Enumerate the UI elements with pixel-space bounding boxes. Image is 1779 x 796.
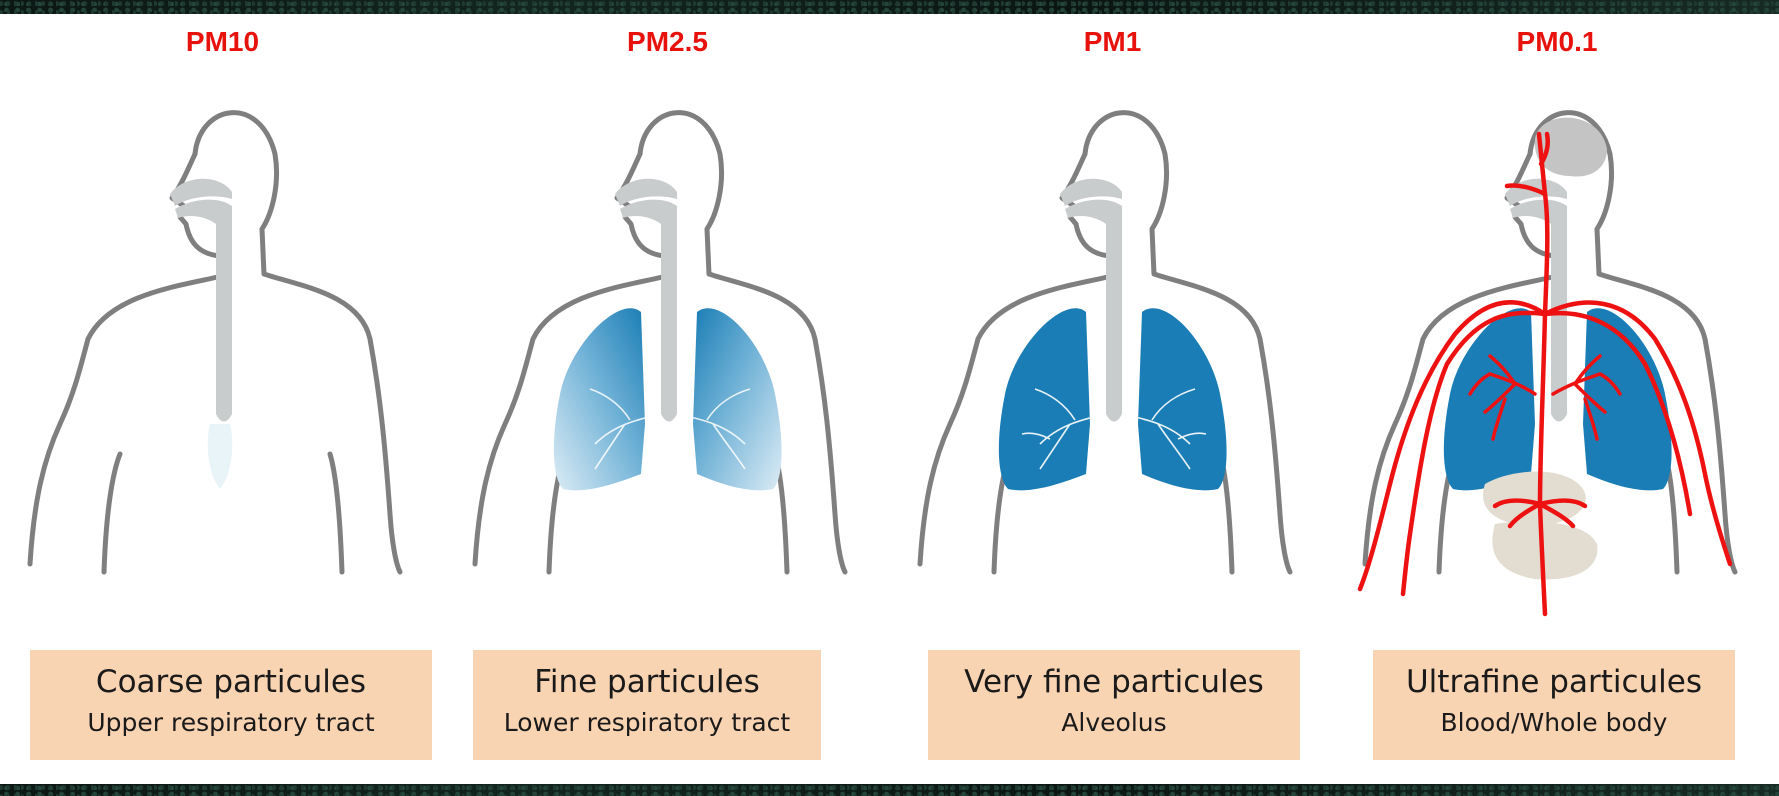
body-figure-pm0-1 xyxy=(1335,94,1779,634)
panel-pm2-5: PM2.5 xyxy=(445,14,890,784)
right-lung xyxy=(693,308,782,490)
caption-subtitle: Upper respiratory tract xyxy=(30,708,432,737)
caption-title: Fine particules xyxy=(473,664,821,700)
caption-title: Very fine particules xyxy=(928,664,1300,700)
caption-pm10: Coarse particules Upper respiratory trac… xyxy=(30,650,432,760)
background-strip-bottom xyxy=(0,784,1779,796)
right-lung xyxy=(1138,308,1227,490)
caption-pm1: Very fine particules Alveolus xyxy=(928,650,1300,760)
panel-pm10: PM10 Coarse particules Upper respiratory… xyxy=(0,14,445,784)
caption-subtitle: Blood/Whole body xyxy=(1373,708,1735,737)
caption-pm2-5: Fine particules Lower respiratory tract xyxy=(473,650,821,760)
pm1-label: PM1 xyxy=(890,26,1335,58)
pm10-label: PM10 xyxy=(0,26,445,58)
caption-subtitle: Lower respiratory tract xyxy=(473,708,821,737)
body-figure-pm10 xyxy=(0,94,445,634)
pm0-1-label: PM0.1 xyxy=(1335,26,1779,58)
pm2-5-label: PM2.5 xyxy=(445,26,890,58)
airway xyxy=(170,179,232,422)
caption-subtitle: Alveolus xyxy=(928,708,1300,737)
background-strip-top xyxy=(0,0,1779,14)
caption-title: Ultrafine particules xyxy=(1373,664,1735,700)
panel-pm1: PM1 Very fine particules Alveolus xyxy=(890,14,1335,784)
caption-title: Coarse particules xyxy=(30,664,432,700)
panel-pm0-1: PM0.1 xyxy=(1335,14,1779,784)
particle-deposition-diagram: PM10 Coarse particules Upper respiratory… xyxy=(0,14,1779,784)
left-lung xyxy=(1444,308,1535,490)
body-figure-pm2-5 xyxy=(445,94,890,634)
body-figure-pm1 xyxy=(890,94,1335,634)
caption-pm0-1: Ultrafine particules Blood/Whole body xyxy=(1373,650,1735,760)
faint-bronchus xyxy=(208,424,233,489)
